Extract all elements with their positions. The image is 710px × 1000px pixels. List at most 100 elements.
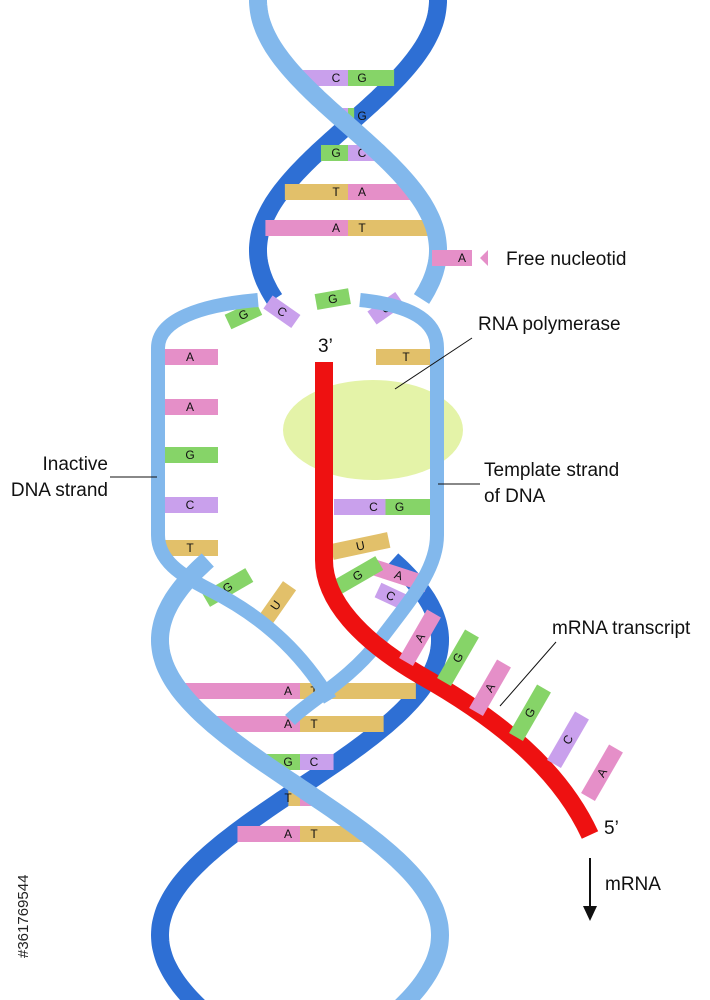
- inactive-base-3: C: [162, 497, 218, 513]
- strand-top-dark: [249, 0, 447, 304]
- inactive-base-1-body: [162, 399, 218, 415]
- mrna-base-3-body: [509, 684, 551, 741]
- inactive-base-4: T: [162, 540, 218, 556]
- polymerase-leader-line: [394, 337, 473, 390]
- labels: A Free nucleotid RNA polymerase 3’ Inact…: [11, 249, 691, 921]
- top-pair-3-left-letter: T: [332, 185, 340, 199]
- bottom-pair-3-left-letter: T: [284, 791, 292, 805]
- strand-bottom-light: [151, 553, 450, 1000]
- free-nucleotide-top-0-body: [224, 300, 263, 330]
- top-pair-3-left: [284, 184, 348, 200]
- top-pair-4-left-letter: A: [332, 221, 340, 235]
- hybrid-base-0-letter: U: [355, 538, 366, 553]
- hybrid-base-2: G: [332, 556, 384, 595]
- inactive-base-3-body: [162, 497, 218, 513]
- mrna-base-3: G: [509, 684, 551, 741]
- strand-top-light: [249, 0, 447, 304]
- inactive-strand: [151, 293, 337, 704]
- free-nucleotide-top-0: G: [224, 300, 263, 330]
- hybrid-base-1-letter: A: [393, 567, 405, 583]
- template-pair-3-right-letter: G: [395, 500, 404, 514]
- mrna-base-5: A: [581, 744, 623, 801]
- top-pair-4-right: [348, 220, 431, 236]
- hybrid-base-0: U: [330, 532, 391, 560]
- bottom-pair-2-left-letter: G: [283, 755, 292, 769]
- free-nucleotide-top-1: C: [263, 295, 301, 329]
- label-five-prime: 5’: [604, 818, 619, 839]
- free-nucleotide-top-2-letter: G: [327, 291, 339, 306]
- mrna-base-1-body: [437, 629, 479, 686]
- inactive-base-2-letter: G: [185, 448, 194, 462]
- top-pair-3-right: [348, 184, 412, 200]
- top-pair-0-right-letter: G: [357, 71, 366, 85]
- bottom-pair-0-left: [184, 683, 300, 699]
- bottom-pair-2-right: [300, 754, 334, 770]
- bottom-pair-4-left-letter: A: [284, 827, 292, 841]
- inactive-base-3-letter: C: [186, 498, 195, 512]
- top-pair-2-right-letter: C: [358, 146, 367, 160]
- hybrid-base-0-body: [330, 532, 391, 560]
- template-strand: [285, 293, 444, 726]
- inactive-base-2: G: [162, 447, 218, 463]
- free-nucleotide-top-1-body: [263, 295, 301, 329]
- free-nucleotide-template-letter: T: [402, 350, 410, 364]
- inactive-base-0: A: [162, 349, 218, 365]
- bottom-pair-3-left: [288, 790, 300, 806]
- bottom-pair-4-left: [237, 826, 300, 842]
- hybrid-base-3-body: [374, 582, 407, 610]
- label-free-nucleotide: Free nucleotid: [506, 249, 626, 270]
- bottom-pair-4-right-letter: T: [310, 827, 318, 841]
- bottom-pair-1-right: [300, 716, 384, 732]
- free-nucleotide-template: T: [376, 349, 436, 365]
- label-inactive-line1: Inactive: [43, 454, 108, 475]
- mrna-base-0: A: [399, 609, 441, 666]
- top-pair-3-right-letter: A: [358, 185, 366, 199]
- mrna-base-1: G: [437, 629, 479, 686]
- mrna-base-2-body: [469, 659, 511, 716]
- top-pair-2-left-letter: G: [331, 146, 340, 160]
- hybrid-base-3: C: [374, 582, 407, 610]
- transcript-leader-line: [499, 641, 557, 707]
- mrna-base-2: A: [469, 659, 511, 716]
- inactive-base-0-letter: A: [186, 350, 194, 364]
- bottom-pair-0-right-letter: T: [310, 684, 318, 698]
- watermark-text: #361769544: [15, 875, 32, 958]
- inactive-base-1-letter: A: [186, 400, 194, 414]
- free-nucleotide-template-body: [376, 349, 436, 365]
- label-template-line1: Template strand: [484, 460, 619, 481]
- label-mrna-transcript: mRNA transcript: [552, 618, 691, 639]
- mrna-base-0-body: [399, 609, 441, 666]
- label-mrna: mRNA: [605, 874, 661, 895]
- bottom-pair-1-left: [216, 716, 300, 732]
- down-arrow-icon: [583, 906, 597, 921]
- mrna-base-4-body: [547, 711, 589, 768]
- bottom-pair-0-left-letter: A: [284, 684, 292, 698]
- top-pair-4-right-letter: T: [358, 221, 366, 235]
- label-three-prime: 3’: [318, 336, 333, 357]
- inactive-base-1: A: [162, 399, 218, 415]
- bottom-pair-2-right-letter: C: [310, 755, 319, 769]
- mrna-strand: [315, 362, 599, 839]
- top-pair-1-right-letter: G: [357, 109, 366, 123]
- template-pair-3-left-letter: C: [369, 500, 378, 514]
- stock-id-watermark: #361769544: [15, 875, 32, 958]
- mrna-base-4: C: [547, 711, 589, 768]
- label-rna-polymerase: RNA polymerase: [478, 314, 621, 335]
- top-pair-0-right: [348, 70, 395, 86]
- top-pair-4-left: [265, 220, 348, 236]
- label-inactive-line2: DNA strand: [11, 480, 108, 501]
- free-nucleotide-top-2: G: [314, 288, 351, 310]
- inactive-base-4-body: [162, 540, 218, 556]
- template-pair-3-right: [385, 499, 437, 515]
- inactive-base-4-letter: T: [186, 541, 194, 555]
- bottom-pair-1-right-letter: T: [310, 717, 318, 731]
- top-pair-0-left-letter: C: [332, 71, 341, 85]
- bottom-pair-1-left-letter: A: [284, 717, 292, 731]
- template-pair-3-left: [334, 499, 386, 515]
- hybrid-base-2-body: [332, 556, 384, 595]
- label-template-line2: of DNA: [484, 486, 546, 507]
- mrna-base-5-body: [581, 744, 623, 801]
- inactive-base-2-body: [162, 447, 218, 463]
